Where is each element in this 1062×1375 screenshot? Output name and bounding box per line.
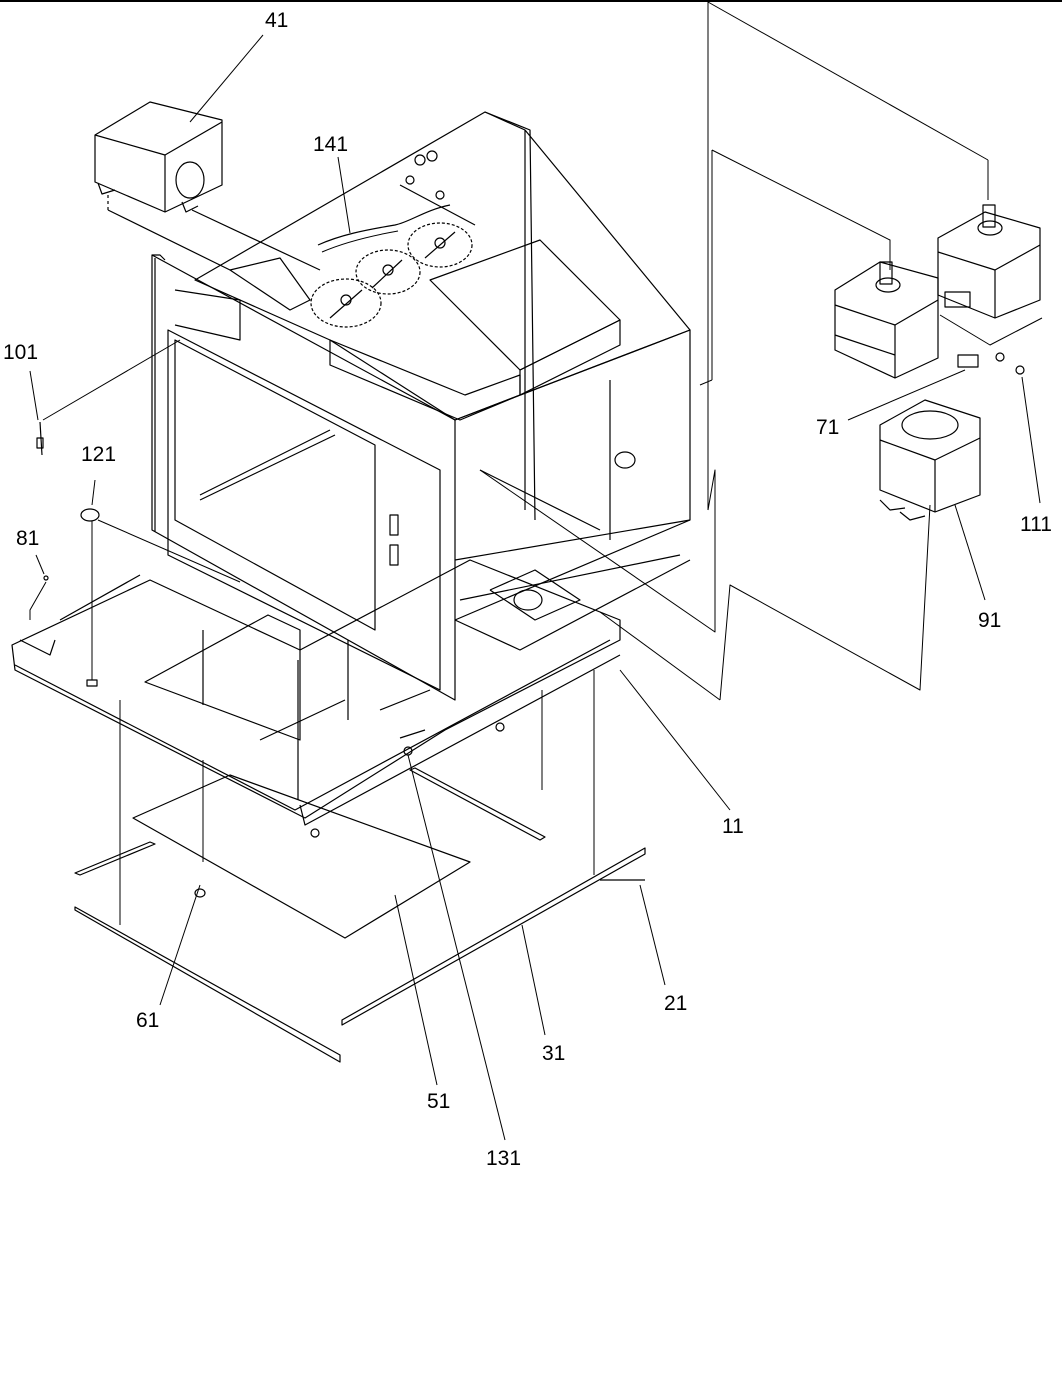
callout-11: 11	[722, 815, 744, 838]
transformer-housing	[229, 239, 621, 421]
front-frame	[151, 254, 456, 701]
callout-61: 61	[136, 1009, 160, 1032]
part-41-control-box	[94, 101, 321, 271]
callout-121: 121	[81, 443, 117, 466]
stirrer-gears	[310, 222, 473, 328]
magnetron-front	[834, 261, 939, 379]
part-61-screw	[159, 884, 206, 1006]
part-71-capacitor-diode	[847, 352, 1005, 421]
callout-141: 141	[313, 133, 349, 156]
part-81-screw	[29, 554, 49, 620]
base-routing-lines	[119, 670, 595, 925]
callout-leaders	[189, 34, 731, 1141]
callout-131: 131	[486, 1147, 522, 1170]
part-91-transformer	[879, 399, 986, 601]
part-51-bottom-plate	[132, 774, 471, 939]
part-141-wire	[317, 204, 451, 246]
callout-51: 51	[427, 1090, 451, 1113]
part-121-clip	[80, 479, 241, 680]
callout-111: 111	[1020, 513, 1052, 536]
callout-71: 71	[816, 416, 840, 439]
main-cabinet-frame	[194, 111, 691, 651]
magnetron-rear	[937, 204, 1041, 319]
part-11-base-plate	[11, 559, 621, 838]
part-111-screw	[1015, 365, 1041, 504]
callout-31: 31	[542, 1042, 566, 1065]
part-101-fastener	[29, 339, 181, 456]
callout-41: 41	[265, 9, 289, 32]
part-141-leader	[337, 156, 351, 234]
callout-101: 101	[3, 341, 39, 364]
routing-lines	[479, 1, 1043, 701]
callout-21: 21	[664, 992, 688, 1015]
trim-strips	[74, 767, 646, 1063]
callout-81: 81	[16, 527, 40, 550]
callout-91: 91	[978, 609, 1002, 632]
